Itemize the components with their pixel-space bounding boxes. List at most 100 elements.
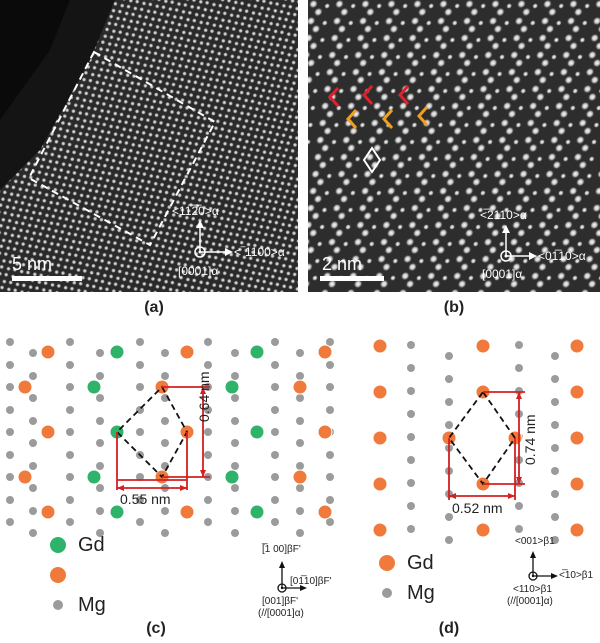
mg-atom xyxy=(29,417,37,425)
mg-swatch xyxy=(53,600,63,610)
mg-atom xyxy=(407,479,415,487)
gd-atom xyxy=(17,469,33,485)
axis-center-label-c: [001]βF' xyxy=(262,596,299,607)
mg-atom xyxy=(515,341,523,349)
mg-atom xyxy=(326,518,334,526)
mg-atom xyxy=(96,349,104,357)
mg-atom xyxy=(66,496,74,504)
legend-label-mg: Mg xyxy=(407,581,435,604)
gd-atom xyxy=(372,476,388,492)
dim-v-label-c: 0.64 nm xyxy=(196,371,212,422)
mg-atom xyxy=(326,361,334,369)
gd-green-swatch xyxy=(50,537,66,553)
gd-atom xyxy=(179,344,195,360)
mg-atom xyxy=(407,456,415,464)
mg-atom xyxy=(445,513,453,521)
mg-atom xyxy=(515,525,523,533)
gd-atom xyxy=(475,338,491,354)
legend-item-gd: Gd xyxy=(379,548,435,578)
mg-atom xyxy=(551,444,559,452)
mg-atom xyxy=(96,462,104,470)
unit-cell-diamond xyxy=(362,146,382,174)
legend-label-gd: Gd xyxy=(407,551,434,574)
legend-c: Gd Mg xyxy=(50,530,106,620)
mg-atom xyxy=(326,338,334,346)
axis-up-label-b: <̅2110>α xyxy=(480,208,527,222)
mg-atom xyxy=(136,473,144,481)
mg-atom xyxy=(271,518,279,526)
mg-atom xyxy=(445,421,453,429)
mg-atom xyxy=(66,338,74,346)
gd-atom xyxy=(475,522,491,538)
mg-atom xyxy=(231,372,239,380)
gd-atom xyxy=(569,338,585,354)
mg-atom xyxy=(271,361,279,369)
mg-atom xyxy=(231,462,239,470)
mg-atom xyxy=(29,507,37,515)
mg-atom xyxy=(161,507,169,515)
mg-atom xyxy=(204,361,212,369)
panel-c-lattice: 0.55 nm 0.64 nm [̅1 00]βF' [01̅10]βF' [0… xyxy=(0,330,345,620)
mg-atom xyxy=(66,361,74,369)
scale-bar-b xyxy=(320,276,384,281)
mg-atom xyxy=(204,338,212,346)
axis-up-label-c: [̅1 00]βF' xyxy=(262,544,301,555)
gd-atom xyxy=(86,379,102,395)
mg-atom xyxy=(66,451,74,459)
mg-atom xyxy=(551,490,559,498)
gd-atom xyxy=(372,430,388,446)
scale-label-a: 5 nm xyxy=(12,254,53,274)
panel-d-lattice: 0.52 nm 0.74 nm <001>β1 <̅10>β1 <110>β1 … xyxy=(355,330,600,620)
mg-atom xyxy=(296,507,304,515)
mg-atom xyxy=(296,462,304,470)
mg-atom xyxy=(6,383,14,391)
mg-atom xyxy=(6,451,14,459)
panel-label-c: (c) xyxy=(146,620,166,637)
mg-atom xyxy=(231,394,239,402)
mg-atom xyxy=(407,525,415,533)
axis-center-label-b: [0001]α xyxy=(482,267,523,281)
gd-atom xyxy=(372,338,388,354)
axis-origin-icon xyxy=(194,246,206,258)
gd-atom xyxy=(40,504,56,520)
mg-atom xyxy=(407,387,415,395)
mg-atom xyxy=(271,383,279,391)
mg-atom xyxy=(445,352,453,360)
mg-atom xyxy=(445,398,453,406)
mg-atom xyxy=(29,349,37,357)
mg-atom xyxy=(66,518,74,526)
red-chevron-markers xyxy=(327,85,410,107)
axis-right-label-a: <‾1100>α xyxy=(234,245,285,259)
mg-atom xyxy=(136,496,144,504)
mg-atom xyxy=(551,421,559,429)
mg-atom xyxy=(231,484,239,492)
scale-bar-a xyxy=(12,276,82,281)
mg-atom xyxy=(551,467,559,475)
gd-atom xyxy=(179,504,195,520)
mg-atom xyxy=(296,484,304,492)
scale-label-b: 2 nm xyxy=(322,254,363,274)
mg-atom xyxy=(231,439,239,447)
mg-atom xyxy=(326,383,334,391)
panel-label-b: (b) xyxy=(443,299,465,316)
mg-atom xyxy=(326,406,334,414)
mg-atom xyxy=(29,439,37,447)
mg-atom xyxy=(551,536,559,544)
mg-atom xyxy=(296,439,304,447)
mg-atom xyxy=(204,451,212,459)
gd-atom xyxy=(249,424,265,440)
mg-atom xyxy=(96,529,104,537)
axis-right-label-d: <̅10>β1 xyxy=(559,570,594,581)
mg-atom xyxy=(296,417,304,425)
mg-atom xyxy=(407,364,415,372)
mg-atom xyxy=(136,383,144,391)
dim-h-label-d: 0.52 nm xyxy=(452,500,503,516)
unit-cell-dashed-diamond xyxy=(115,385,189,479)
mg-atom xyxy=(161,529,169,537)
mg-atom xyxy=(407,341,415,349)
mg-atom xyxy=(66,406,74,414)
axis-center-label-d: <110>β1 xyxy=(513,584,552,595)
gd-atom xyxy=(109,504,125,520)
mg-atom xyxy=(136,518,144,526)
gd-atom xyxy=(569,522,585,538)
